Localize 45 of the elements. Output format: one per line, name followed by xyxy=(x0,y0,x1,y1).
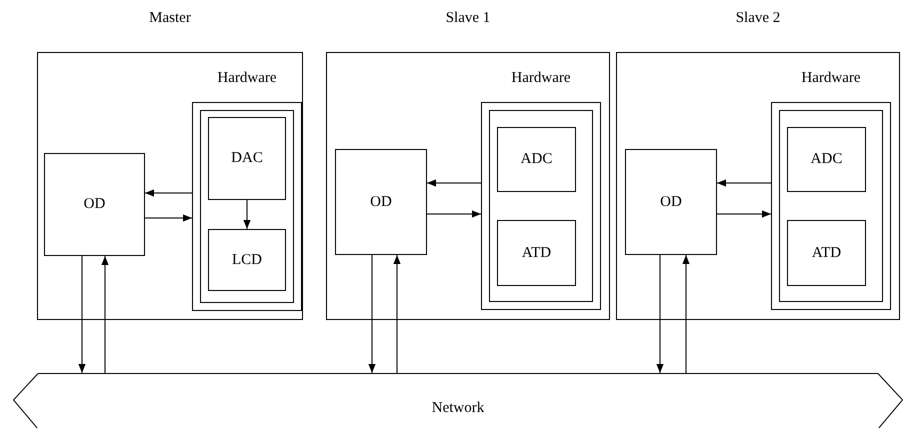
component-label: OD xyxy=(370,194,392,210)
hardware-box xyxy=(771,70,891,310)
device-box xyxy=(616,10,900,320)
hardware-box xyxy=(192,70,302,311)
component-box xyxy=(787,127,866,192)
component-box xyxy=(787,220,866,286)
component-label: LCD xyxy=(232,252,262,268)
hardware-label: Hardware xyxy=(511,70,571,87)
arrow xyxy=(716,210,772,218)
component-label: OD xyxy=(660,194,682,210)
component-box xyxy=(44,153,145,256)
device-title: Master xyxy=(149,10,191,27)
component-label: ATD xyxy=(522,244,552,262)
network-bus xyxy=(13,373,903,428)
component-label: ADC xyxy=(520,151,552,168)
arrow xyxy=(656,254,664,374)
arrow xyxy=(716,179,772,187)
device-title: Slave 1 xyxy=(446,10,490,27)
arrow xyxy=(426,210,482,218)
arrow xyxy=(426,179,482,187)
arrow xyxy=(78,256,86,374)
arrow xyxy=(243,200,251,230)
hardware-box xyxy=(481,70,601,310)
component-label: DAC xyxy=(231,150,263,167)
arrow xyxy=(144,189,192,197)
device-title: Slave 2 xyxy=(736,10,780,27)
component-box xyxy=(625,149,717,255)
network-label: Network xyxy=(432,400,484,417)
component-box xyxy=(208,117,286,200)
component-box xyxy=(497,127,576,192)
component-box xyxy=(335,149,427,255)
hardware-label: Hardware xyxy=(217,70,277,87)
component-box xyxy=(497,220,576,286)
component-label: ADC xyxy=(810,151,842,168)
arrow xyxy=(144,214,192,222)
arrow xyxy=(393,254,401,374)
device-box xyxy=(37,10,303,320)
component-label: ATD xyxy=(812,244,842,262)
hardware-label: Hardware xyxy=(801,70,861,87)
component-label: OD xyxy=(84,196,106,213)
arrow xyxy=(682,254,690,374)
component-box xyxy=(208,229,286,291)
device-box xyxy=(326,10,610,320)
arrow xyxy=(368,254,376,374)
arrow xyxy=(101,256,109,374)
